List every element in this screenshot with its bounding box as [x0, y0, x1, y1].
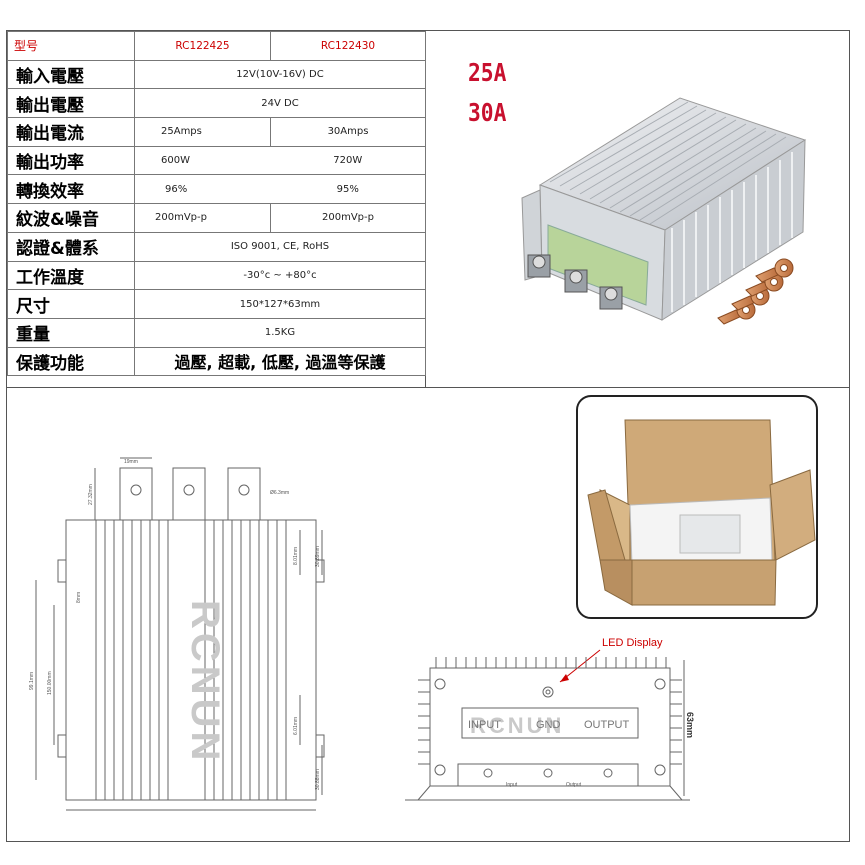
spec-header-row: 型号 RC122425 RC122430	[7, 31, 426, 61]
row-value-b: 720W	[270, 145, 426, 176]
dim-side-a: 8.01mm	[293, 547, 299, 565]
vertical-divider	[425, 30, 426, 388]
spec-row: 重量 1.5KG	[7, 317, 426, 348]
bottom-output-label: Output	[566, 782, 582, 788]
outer-frame	[6, 30, 850, 842]
horizontal-divider	[6, 387, 850, 388]
amp-label-30: 30A	[468, 98, 507, 127]
spec-row: 輸入電壓 12V(10V-16V) DC	[7, 59, 426, 90]
terminal-output: OUTPUT	[584, 719, 630, 731]
row-value-b: 30Amps	[270, 117, 426, 147]
row-label: 工作溫度	[7, 260, 135, 291]
row-value: 過壓, 超載, 低壓, 過溫等保護	[134, 346, 426, 377]
row-label: 輸出功率	[7, 145, 135, 176]
dim-side-d: 6.01mm	[293, 717, 299, 735]
spec-row: 工作溫度 -30°c ~ +80°c	[7, 260, 426, 291]
row-value: 24V DC	[134, 88, 426, 119]
dim-side-c: 8mm	[76, 592, 82, 603]
row-label: 輸出電壓	[7, 88, 135, 119]
top-brand: RCNUN	[183, 600, 227, 764]
bottom-input-label: Input	[506, 782, 518, 788]
row-label: 輸入電壓	[7, 59, 135, 90]
height-label: 63mm	[685, 712, 695, 738]
spec-row: 輸出電壓 24V DC	[7, 88, 426, 119]
spec-row: 轉換效率 96% 95%	[7, 174, 426, 205]
spec-row: 輸出電流 25Amps 30Amps	[7, 117, 426, 147]
spec-row: 紋波&噪音 200mVp-p 200mVp-p	[7, 203, 426, 233]
row-label: 認證&體系	[7, 231, 135, 262]
side-brand: RCNUN	[470, 713, 564, 738]
spec-row: 保護功能 過壓, 超載, 低壓, 過溫等保護	[7, 346, 426, 377]
row-value: 150*127*63mm	[134, 289, 426, 319]
dim-side-b: 30.89mm	[315, 546, 321, 567]
terminal-input: INPUT	[468, 719, 501, 731]
row-value-b: 95%	[270, 174, 426, 205]
dim-side-e: 30.88mm	[315, 769, 321, 790]
model-a: RC122425	[134, 31, 271, 61]
dim-inner-height: 99.1mm	[29, 672, 35, 690]
header-label: 型号	[7, 31, 135, 61]
row-label: 保護功能	[7, 346, 135, 377]
row-value-a: 200mVp-p	[134, 203, 271, 233]
dim-outer-height: 150.00mm	[47, 671, 53, 695]
dim-hole: Ø6.3mm	[270, 490, 289, 496]
spec-row: 輸出功率 600W 720W	[7, 145, 426, 176]
dim-tab-width: 19mm	[124, 459, 138, 465]
row-label: 紋波&噪音	[7, 203, 135, 233]
dim-tab-height: 27.32mm	[88, 484, 94, 505]
spec-table: 型号 RC122425 RC122430 輸入電壓 12V(10V-16V) D…	[7, 31, 426, 377]
row-label: 輸出電流	[7, 117, 135, 147]
amp-label-25: 25A	[468, 58, 507, 87]
led-display-label: LED Display	[602, 637, 663, 649]
terminal-gnd: GND	[536, 719, 561, 731]
row-value: 12V(10V-16V) DC	[134, 59, 426, 90]
